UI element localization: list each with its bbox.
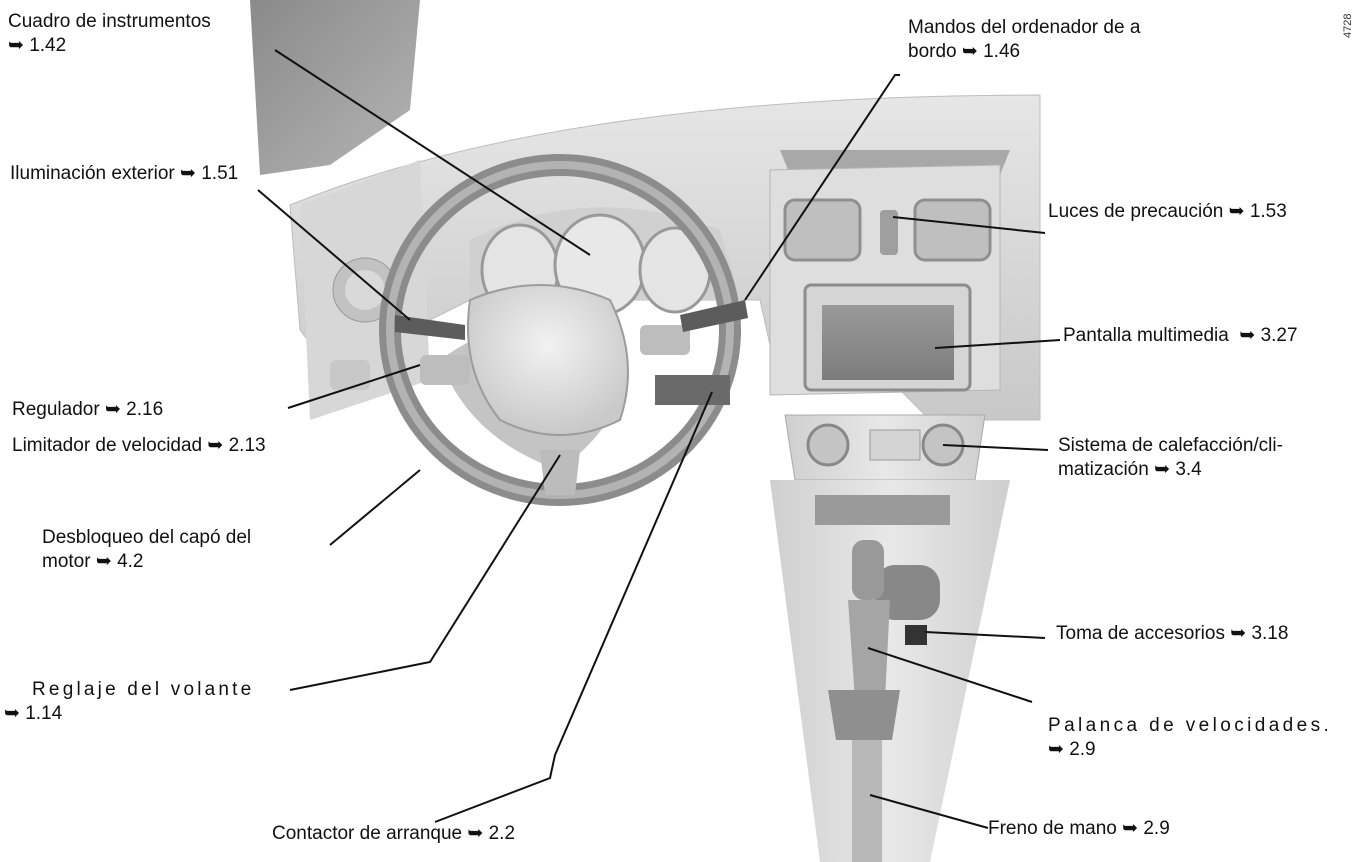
arrow-icon: ➥ [1122,818,1138,839]
leader-desbloqueo [330,470,420,545]
arrow-icon: ➥ [467,823,483,844]
label-desbloqueo-capo: Desbloqueo del capó del motor ➥ 4.2 [42,526,251,574]
arrow-icon: ➥ [962,41,978,62]
multimedia-screen [805,285,970,390]
label-reglaje-volante: Reglaje del volante ➥ 1.14 [32,678,284,726]
label-contactor-arranque: Contactor de arranque ➥ 2.2 [272,822,515,846]
arrow-icon: ➥ [4,703,20,724]
label-mandos-ordenador: Mandos del ordenador de a bordo ➥ 1.46 [908,16,1140,64]
figure-code: 4728 [1342,14,1354,38]
label-cuadro-instrumentos: Cuadro de instrumentos ➥ 1.42 [8,10,211,58]
arrow-icon: ➥ [1154,459,1170,480]
lower-console [770,480,1010,862]
arrow-icon: ➥ [1239,325,1255,346]
label-luces-precaucion: Luces de precaución ➥ 1.53 [1048,200,1287,224]
label-iluminacion-exterior: Iluminación exterior ➥ 1.51 [10,162,238,186]
label-sistema-calefaccion: Sistema de calefacción/cli- matización ➥… [1058,434,1283,482]
label-regulador: Regulador ➥ 2.16 [12,398,163,422]
label-freno-mano: Freno de mano ➥ 2.9 [988,817,1170,841]
arrow-icon: ➥ [1048,739,1064,760]
arrow-icon: ➥ [105,399,121,420]
label-limitador-velocidad: Limitador de velocidad ➥ 2.13 [12,434,266,458]
cruise-buttons [420,355,470,385]
arrow-icon: ➥ [96,551,112,572]
label-palanca-velocidades: Palanca de velocidades. ➥ 2.9 [1048,714,1332,762]
a-pillar [250,0,420,175]
arrow-icon: ➥ [1230,623,1246,644]
arrow-icon: ➥ [8,35,24,56]
arrow-icon: ➥ [207,435,223,456]
label-toma-accesorios: Toma de accesorios ➥ 3.18 [1056,622,1288,646]
arrow-icon: ➥ [180,163,196,184]
label-pantalla-multimedia: Pantalla multimedia ➥ 3.27 [1063,324,1298,348]
arrow-icon: ➥ [1229,201,1245,222]
hvac-panel [785,415,985,480]
handbrake [852,740,882,862]
